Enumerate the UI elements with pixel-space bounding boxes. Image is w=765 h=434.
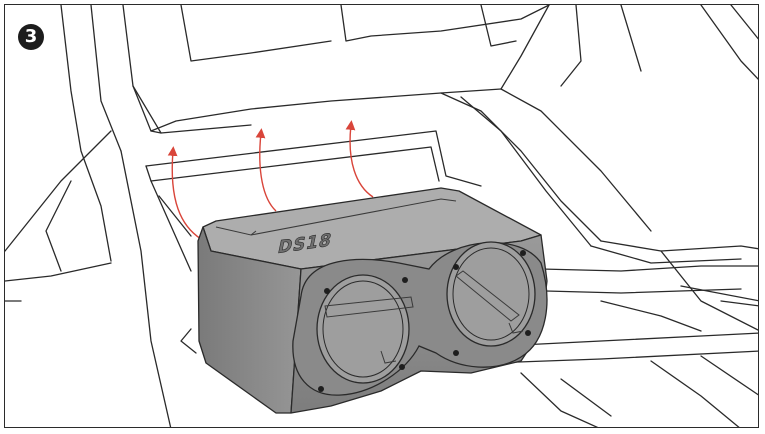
step-number-badge: 3 (18, 24, 44, 50)
enclosure-side (197, 226, 302, 414)
arrow-center (255, 128, 277, 212)
installation-diagram: DS18 (5, 5, 758, 427)
arrow-left (167, 146, 202, 240)
arrow-right (345, 120, 374, 198)
illustration-frame: DS18 3 (4, 4, 759, 428)
vehicle-interior (5, 5, 758, 427)
speaker-enclosure: DS18 (197, 187, 548, 414)
lift-arrows (167, 120, 374, 240)
right-speaker-opening (446, 241, 536, 347)
left-speaker-opening (316, 274, 410, 384)
